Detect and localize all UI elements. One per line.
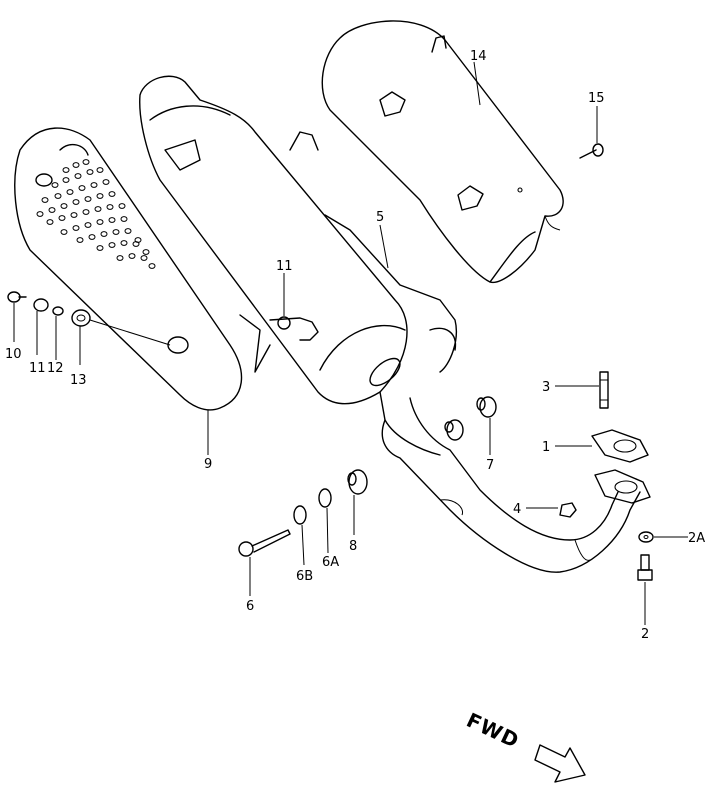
- grommet-13: [71, 309, 91, 327]
- callout-2: 2: [641, 627, 649, 642]
- muffler-body: [139, 75, 457, 456]
- vent-hole: [60, 203, 68, 209]
- vent-hole: [70, 212, 78, 218]
- callout-6a: 6A: [322, 555, 339, 570]
- vent-hole: [120, 240, 128, 246]
- vent-hole: [72, 162, 80, 168]
- stud-3: [599, 371, 609, 409]
- vent-hole: [84, 196, 92, 202]
- vent-hole: [36, 211, 44, 217]
- bolt-2: [637, 554, 653, 581]
- callout-7: 7: [486, 458, 494, 473]
- vent-hole: [78, 185, 86, 191]
- vent-hole: [66, 189, 74, 195]
- vent-hole: [72, 225, 80, 231]
- vent-hole: [58, 215, 66, 221]
- vent-hole: [148, 263, 156, 269]
- callout-3: 3: [542, 380, 550, 395]
- vent-hole: [82, 209, 90, 215]
- forward-direction-indicator: FWD: [463, 708, 586, 783]
- vent-hole: [112, 229, 120, 235]
- callout-9: 9: [204, 457, 212, 472]
- vent-hole: [108, 217, 116, 223]
- perforated-heat-guard: [14, 127, 243, 411]
- vent-hole: [128, 253, 136, 259]
- vent-hole: [96, 219, 104, 225]
- vent-hole: [96, 245, 104, 251]
- grommet-7: [476, 396, 497, 418]
- callout-14: 14: [470, 49, 487, 64]
- washer-6a: [318, 488, 332, 508]
- vent-hole: [48, 207, 56, 213]
- vent-hole: [102, 179, 110, 185]
- mounting-bracket: [239, 314, 319, 373]
- callout-13: 13: [70, 373, 87, 388]
- callout-10: 10: [5, 347, 22, 362]
- vent-hole: [84, 222, 92, 228]
- bolt-6: [238, 529, 291, 557]
- screw-10: [7, 291, 27, 303]
- vent-hole: [41, 197, 49, 203]
- vent-hole: [62, 177, 70, 183]
- flange: [594, 469, 651, 504]
- vent-hole: [74, 173, 82, 179]
- vent-hole: [90, 182, 98, 188]
- callout-6b: 6B: [296, 569, 313, 584]
- vent-hole: [116, 255, 124, 261]
- vent-hole: [100, 231, 108, 237]
- collar: [444, 419, 464, 441]
- exhaust-pipe: [381, 397, 641, 573]
- callout-15: 15: [588, 91, 605, 106]
- vent-hole: [94, 206, 102, 212]
- vent-hole: [106, 204, 114, 210]
- vent-hole: [142, 249, 150, 255]
- callout-11-upper: 11: [276, 259, 293, 274]
- vent-hole: [124, 228, 132, 234]
- washer-6b: [293, 505, 307, 525]
- vent-hole: [54, 193, 62, 199]
- callout-2a: 2A: [688, 531, 705, 546]
- vent-hole: [108, 191, 116, 197]
- washer-11: [33, 298, 49, 312]
- washer-11-upper: [277, 316, 291, 330]
- vent-hole: [82, 159, 90, 165]
- callout-11: 11: [29, 361, 46, 376]
- nut-4: [559, 502, 577, 518]
- gasket-1: [591, 429, 649, 463]
- vent-hole: [96, 167, 104, 173]
- vent-hole: [72, 199, 80, 205]
- vent-hole: [118, 203, 126, 209]
- callout-4: 4: [513, 502, 521, 517]
- vent-hole: [132, 241, 140, 247]
- callout-5: 5: [376, 210, 384, 225]
- callout-1: 1: [542, 440, 550, 455]
- leader-lines: [13, 61, 688, 625]
- grommet-8: [347, 469, 368, 495]
- washer-12: [52, 306, 64, 316]
- callout-6: 6: [246, 599, 254, 614]
- vent-hole: [60, 229, 68, 235]
- vent-hole: [76, 237, 84, 243]
- vent-hole: [88, 234, 96, 240]
- vent-hole: [120, 216, 128, 222]
- vent-hole: [86, 169, 94, 175]
- vent-hole: [108, 242, 116, 248]
- heat-shield-cover: [321, 20, 564, 284]
- vent-holes: [36, 159, 156, 269]
- vent-hole: [51, 182, 59, 188]
- vent-hole: [140, 255, 148, 261]
- callout-8: 8: [349, 539, 357, 554]
- fwd-label: FWD: [463, 708, 523, 753]
- washer-2a: [638, 531, 654, 543]
- vent-hole: [46, 219, 54, 225]
- vent-hole: [96, 193, 104, 199]
- screw-15: [579, 143, 604, 159]
- callout-12: 12: [47, 361, 64, 376]
- vent-hole: [62, 167, 70, 173]
- forward-arrow-icon: [534, 744, 586, 783]
